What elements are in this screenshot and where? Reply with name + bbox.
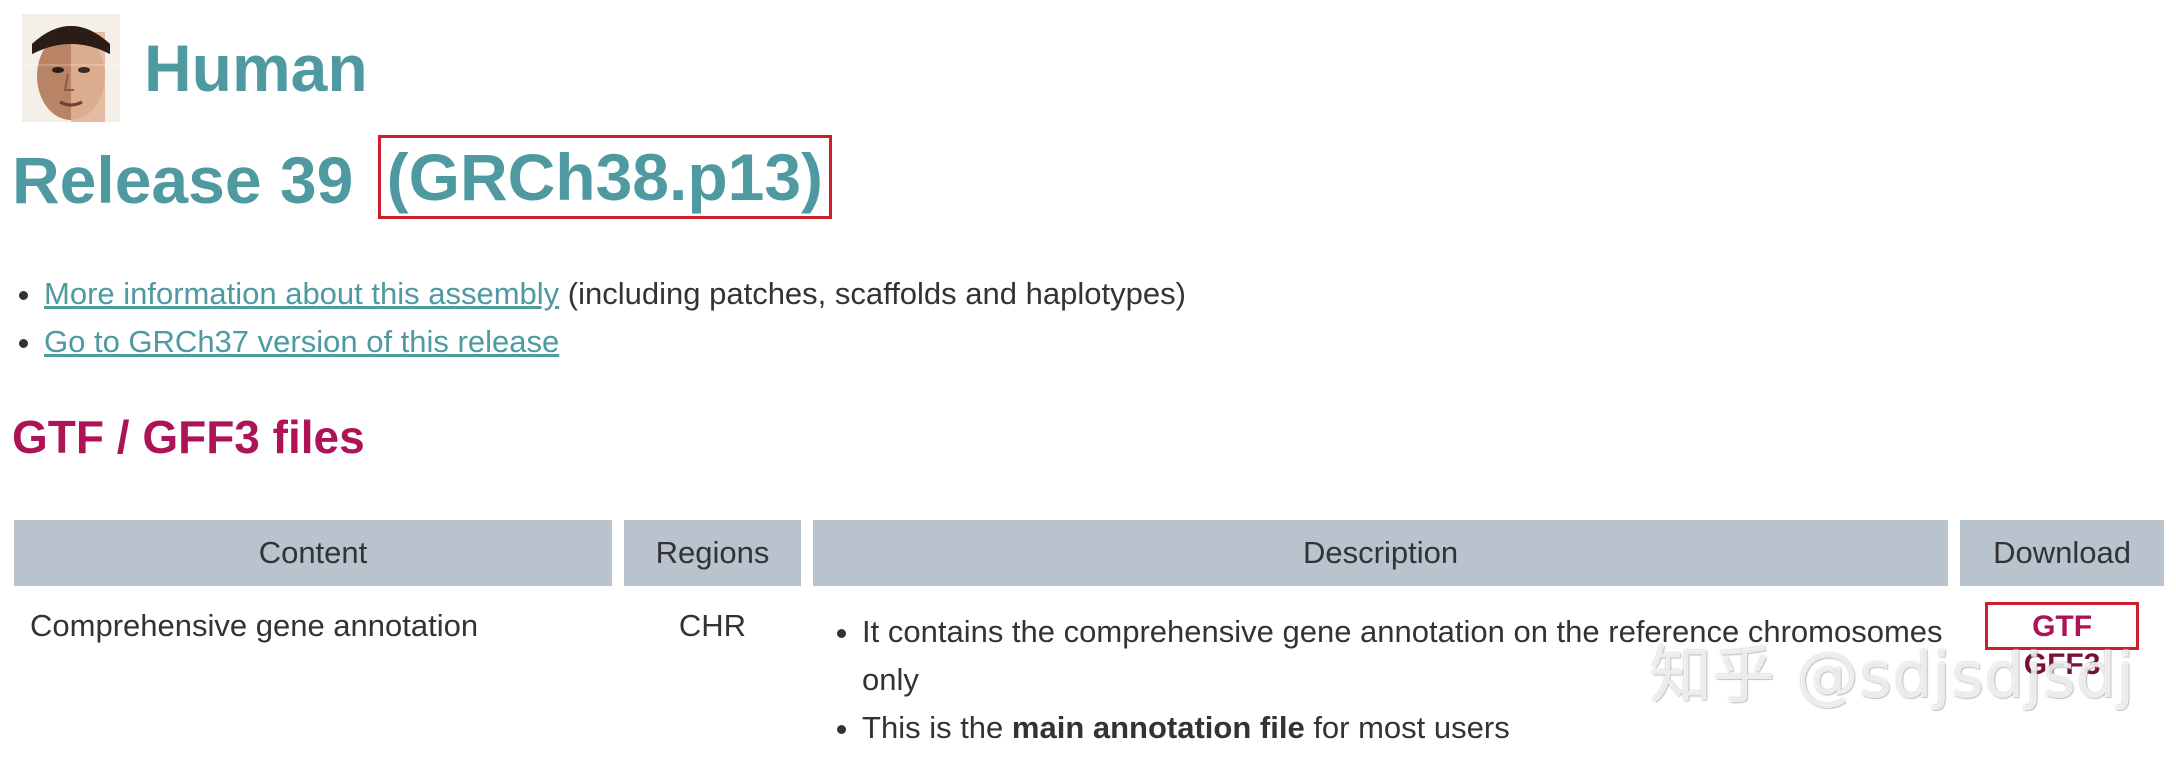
list-item: This is the main annotation file for mos… (862, 704, 1947, 752)
header-description: Description (813, 520, 1949, 586)
gtf-download-link[interactable]: GTF (2032, 610, 2093, 643)
header-regions: Regions (623, 520, 802, 586)
header-download: Download (1960, 520, 2164, 586)
description-text: This is the (862, 710, 1012, 745)
content-cell: Comprehensive gene annotation (30, 608, 479, 643)
description-list: It contains the comprehensive gene annot… (814, 608, 1947, 752)
list-item: Go to GRCh37 version of this release (44, 318, 1186, 366)
list-item: More information about this assembly (in… (44, 270, 1186, 318)
description-bold-text: main annotation file (1011, 710, 1305, 745)
description-text: for most users (1304, 710, 1510, 745)
species-header: Human (22, 14, 368, 122)
release-number: Release 39 (12, 143, 354, 217)
human-face-icon (22, 14, 120, 122)
link-suffix: (including patches, scaffolds and haplot… (559, 276, 1186, 311)
release-title: Release 39 (GRCh38.p13) (12, 135, 833, 222)
species-title: Human (144, 31, 368, 105)
table-header-row: Content Regions Description Download (14, 520, 2164, 586)
section-title: GTF / GFF3 files (12, 411, 365, 463)
assembly-links: More information about this assembly (in… (12, 270, 1186, 366)
assembly-name-highlight: (GRCh38.p13) (377, 135, 833, 219)
list-item: It contains the comprehensive gene annot… (862, 608, 1947, 704)
regions-cell: CHR (678, 608, 747, 643)
description-cell: It contains the comprehensive gene annot… (813, 586, 1948, 753)
header-content: Content (14, 520, 612, 586)
gff3-download-link[interactable]: GFF3 (2023, 648, 2101, 681)
table-row: Comprehensive gene annotation CHR It con… (14, 586, 2164, 753)
assembly-name: (GRCh38.p13) (386, 140, 824, 214)
gtf-download-highlight: GTF (1985, 602, 2140, 650)
grch37-version-link[interactable]: Go to GRCh37 version of this release (44, 324, 560, 359)
download-cell: GTF GFF3 (1960, 586, 2164, 753)
gtf-files-table: Content Regions Description Download Com… (2, 520, 2176, 753)
more-info-assembly-link[interactable]: More information about this assembly (44, 276, 560, 311)
